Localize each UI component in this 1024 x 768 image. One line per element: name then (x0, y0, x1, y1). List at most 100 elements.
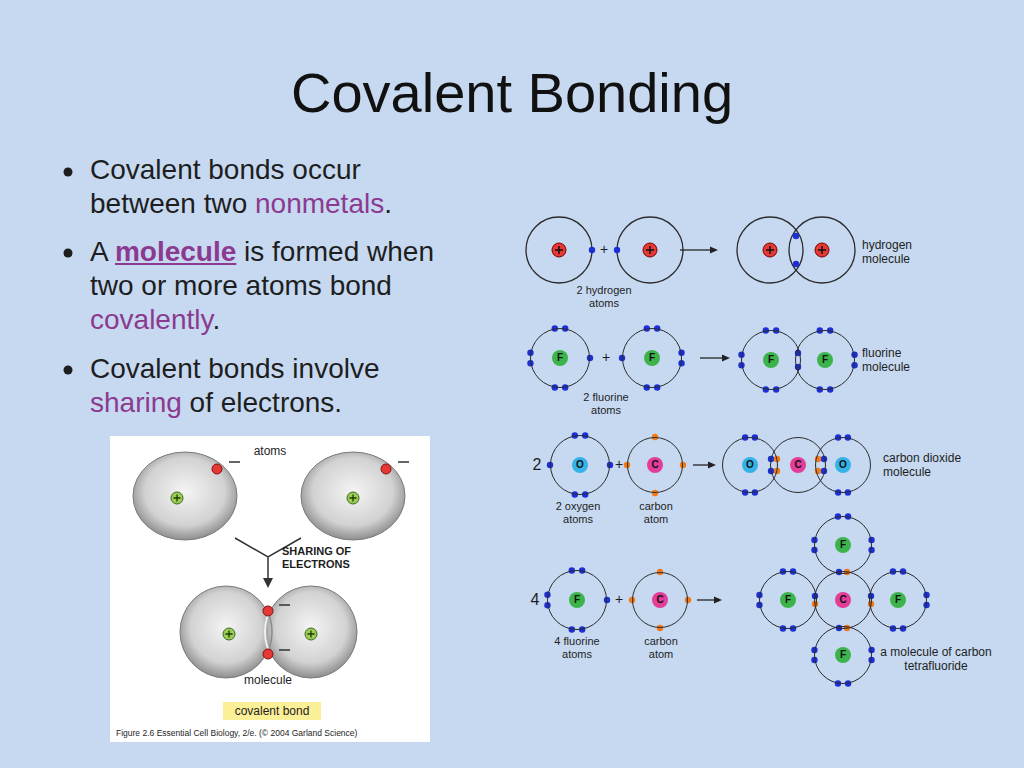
figure-credit: Figure 2.6 Essential Cell Biology, 2/e. … (116, 728, 426, 738)
electron (657, 625, 663, 631)
reaction-arrow (680, 249, 712, 250)
molecule-sphere (265, 586, 357, 678)
atom-sphere (301, 452, 405, 540)
electrons (527, 233, 930, 687)
annotation: 2 (529, 455, 545, 474)
annotation: fluorine molecule (862, 346, 924, 374)
plus-symbol (646, 246, 654, 254)
annotation: 4 (527, 590, 543, 609)
plus-symbol (555, 246, 563, 254)
annotation: hydrogen molecule (862, 238, 924, 266)
plus-symbol (766, 246, 774, 254)
annotation: + (612, 456, 626, 473)
electron (607, 462, 613, 468)
text-run: nonmetals (255, 188, 384, 219)
annotation: carbon dioxide molecule (883, 451, 983, 479)
arrow-head (263, 578, 273, 588)
electron (381, 464, 391, 474)
label-box: covalent bond (223, 702, 322, 720)
electron (844, 569, 850, 575)
nucleus (223, 628, 235, 640)
electron (774, 468, 780, 474)
bullet-text: A molecule is formed when two or more at… (90, 235, 465, 337)
reaction-art (64, 168, 856, 641)
electron (614, 247, 620, 253)
annotation: 2 hydrogen atoms (569, 284, 639, 310)
atom-shell: F (869, 571, 927, 629)
plus-symbol (226, 631, 233, 638)
reaction-arrow (693, 464, 710, 465)
annotation: 4 fluorine atoms (542, 635, 612, 661)
electron-shell (789, 217, 855, 283)
text-run: Covalent bonds involve (90, 353, 380, 384)
slide-title: Covalent Bonding (0, 60, 1024, 126)
atom-shell: F (759, 571, 817, 629)
box-label: covalent bond (235, 704, 310, 718)
annotation: carbon atom (635, 635, 687, 661)
annotation: + (612, 591, 626, 608)
text-run: . (212, 304, 220, 335)
electron (821, 468, 827, 474)
electron-shell (617, 217, 683, 283)
electron (263, 649, 273, 659)
arrow-head (722, 355, 730, 362)
electron (793, 233, 799, 239)
atom-shell: F (530, 328, 590, 388)
text-run: covalently (90, 304, 212, 335)
atom-shell: F (795, 330, 855, 390)
bullet-text: Covalent bonds occur between two nonmeta… (90, 153, 465, 221)
element-symbol: F (644, 350, 660, 366)
bullet-marker (64, 249, 73, 258)
electron (212, 464, 222, 474)
element-symbol: F (835, 537, 851, 553)
nucleus (643, 243, 657, 257)
electron (821, 456, 827, 462)
overlap-arc (180, 586, 272, 678)
reaction-arrow (700, 357, 724, 358)
text-run: molecule (115, 236, 236, 267)
element-symbol: F (569, 592, 585, 608)
plus-symbol (308, 631, 315, 638)
annotation: carbon atom (630, 500, 682, 526)
electron (587, 355, 593, 361)
atom-shell: C (770, 437, 826, 493)
element-symbol: C (835, 592, 851, 608)
atom-shell: C (632, 572, 688, 628)
electron-shell (526, 217, 592, 283)
electron (774, 456, 780, 462)
atom-sphere (133, 452, 237, 540)
annotation: + (599, 349, 613, 366)
element-symbol: F (890, 592, 906, 608)
element-symbol: F (835, 647, 851, 663)
atom-shell: F (622, 328, 682, 388)
nucleus (552, 243, 566, 257)
element-symbol: F (763, 352, 779, 368)
element-symbol: C (652, 592, 668, 608)
electron (589, 247, 595, 253)
element-symbol: C (647, 457, 663, 473)
element-symbol: F (552, 350, 568, 366)
electron (768, 456, 774, 462)
bullet-marker (64, 168, 73, 177)
arrow-head (714, 597, 722, 604)
plus-symbol (350, 495, 357, 502)
minus-sign (229, 462, 409, 650)
electron (604, 597, 610, 603)
annotation: a molecule of carbon tetrafluoride (874, 645, 998, 673)
electron (793, 261, 799, 267)
nucleus (171, 492, 183, 504)
bullet-marker (64, 366, 73, 375)
electron (836, 569, 842, 575)
element-symbol: O (572, 457, 588, 473)
annotation: + (597, 241, 611, 258)
plus-symbol (818, 246, 826, 254)
element-symbol: O (742, 457, 758, 473)
element-symbol: O (835, 457, 851, 473)
electron (263, 606, 273, 616)
annotation: 2 oxygen atoms (547, 500, 609, 526)
text-run: sharing (90, 387, 182, 418)
electron (685, 597, 691, 603)
annotation: SHARING OF ELECTRONS (282, 545, 382, 571)
atom-shell: F (814, 516, 872, 574)
